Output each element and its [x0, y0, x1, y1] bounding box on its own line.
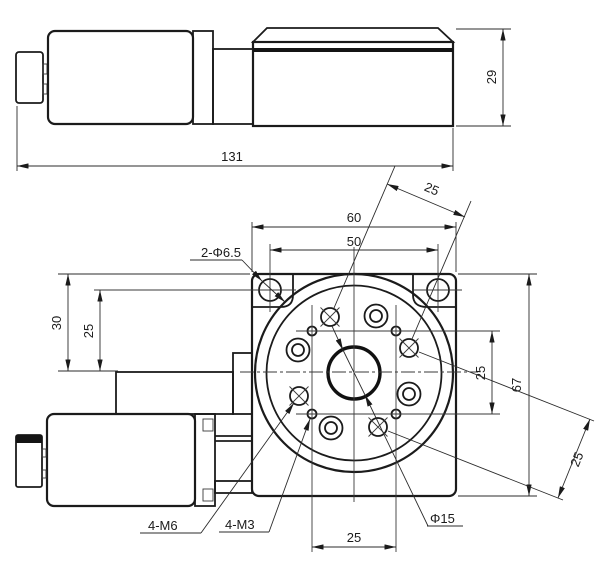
plan-connector-nub: [41, 448, 47, 458]
plan-motor-flange: [194, 413, 216, 507]
dim-plate-width: 60: [347, 210, 361, 225]
m6-holes: [289, 307, 419, 437]
dim-line-m6-diag-right: [557, 418, 591, 499]
plan-flange-notch: [202, 418, 214, 432]
label-center-bore: Φ15: [430, 511, 455, 526]
dim-stage-height: 29: [484, 70, 499, 84]
leader-corner-holes: [261, 280, 286, 303]
ext-line-diagonal: [387, 430, 564, 501]
dim-m3-vertical: 25: [473, 366, 488, 380]
plan-connector-band: [16, 435, 42, 443]
dim-m6-diag-right: 25: [567, 450, 586, 469]
dim-m6-diag-top: 25: [422, 179, 441, 198]
side-stage-platform-edge: [253, 48, 453, 52]
side-connector: [15, 51, 44, 104]
side-stage-body: [251, 40, 455, 128]
leader-m3-holes: [268, 418, 311, 533]
m6-hole-ticks: [289, 307, 419, 437]
dim-m3-horizontal: 25: [347, 530, 361, 545]
plan-mount-step: [232, 352, 253, 415]
label-corner-holes: 2-Φ6.5: [201, 245, 241, 260]
plan-view: 60 50 2-Φ6.5 30 25 25 67 25 25: [15, 165, 595, 552]
leader-center-bore: [331, 325, 344, 351]
ext-line-diagonal: [411, 200, 472, 340]
leader-corner-holes: [241, 259, 263, 282]
side-motor-body: [46, 29, 195, 126]
side-stage-top-plate: [250, 27, 456, 43]
plan-gearbox: [115, 371, 234, 415]
plan-motor-body: [45, 412, 197, 508]
ext-line-diagonal: [333, 165, 396, 309]
side-view: 131 29: [15, 27, 511, 171]
dim-overall-length: 131: [221, 149, 243, 164]
plan-bottom-rail: [214, 480, 253, 494]
dim-line-m6-diag-top: [386, 183, 466, 218]
label-m6-holes: 4-M6: [148, 518, 178, 533]
dim-corner-hole-spacing: 50: [347, 234, 361, 249]
plan-connector-nub: [41, 469, 47, 479]
side-motor-flange: [192, 30, 214, 125]
leader-m6-holes: [200, 402, 295, 534]
leader-center-bore: [342, 349, 366, 396]
dim-hole-to-center: 25: [81, 324, 96, 338]
label-m3-holes: 4-M3: [225, 517, 255, 532]
side-coupling-block: [212, 48, 254, 125]
counterbore-holes: [285, 303, 422, 441]
dim-edge-to-center: 30: [49, 316, 64, 330]
plan-flange-notch: [202, 488, 214, 502]
ext-line-diagonal: [418, 351, 595, 422]
leader-center-bore: [364, 394, 429, 527]
